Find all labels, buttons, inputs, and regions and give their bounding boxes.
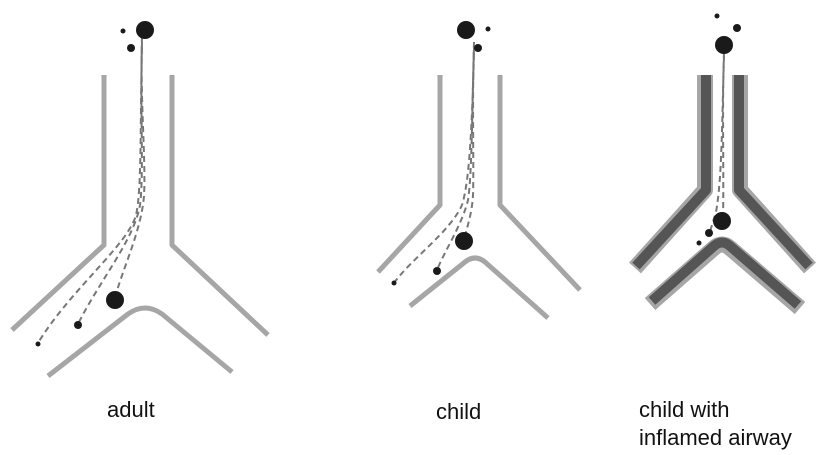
inflamed-particles: [696, 13, 741, 246]
inflamed-left-wall: [632, 75, 711, 270]
adult-particles: [35, 21, 154, 347]
adult-trajectory: [114, 35, 146, 299]
particle-medium: [474, 44, 482, 52]
adult-trajectory: [77, 41, 143, 325]
particle-small: [485, 26, 491, 32]
particle-medium: [733, 24, 741, 32]
child-trajectory: [393, 53, 475, 284]
child-trajectories: [393, 41, 475, 284]
inflamed-trajectories: [709, 51, 725, 233]
particle-medium-deposited: [74, 321, 82, 329]
particle-large-deposited: [713, 212, 731, 230]
child-carina-wall: [408, 255, 550, 320]
inflamed-right-wall-outer: [732, 75, 816, 274]
child-particles: [391, 21, 491, 286]
adult-trajectories: [37, 35, 146, 344]
child-right-wall: [497, 75, 582, 292]
adult-right-wall: [169, 75, 270, 337]
particle-large: [136, 21, 154, 39]
adult-carina-wall: [46, 305, 234, 378]
inflamed-left-wall-outer: [629, 75, 713, 274]
adult-airway-walls: [10, 75, 270, 378]
inflamed-label-line1: child with: [639, 397, 730, 422]
inflamed-trajectory: [709, 55, 725, 233]
particle-large: [457, 21, 475, 39]
particle-medium: [127, 44, 135, 52]
adult-trajectory: [37, 47, 143, 344]
inflamed-carina-wall: [648, 237, 802, 309]
particle-small-deposited: [696, 240, 702, 246]
particle-small-deposited: [391, 280, 397, 286]
particle-small: [714, 13, 720, 19]
particle-small: [120, 28, 126, 34]
particle-large-deposited: [455, 232, 473, 250]
child-left-wall: [376, 75, 443, 274]
particle-large-deposited: [106, 291, 124, 309]
particle-medium-deposited: [433, 267, 441, 275]
adult-left-wall: [10, 75, 107, 332]
child-panel: [376, 21, 582, 320]
adult-panel: [10, 21, 270, 378]
particle-medium-deposited: [705, 229, 713, 237]
child-trajectory: [436, 47, 475, 271]
particle-large: [715, 36, 733, 54]
child-airway-walls: [376, 75, 582, 320]
inflamed-label-line2: inflamed airway: [639, 425, 792, 450]
inflamed-panel: [629, 13, 816, 315]
child-label: child: [436, 399, 482, 424]
inflamed-right-wall: [734, 75, 813, 270]
adult-label: adult: [107, 397, 155, 422]
inflamed-airway-walls: [629, 75, 816, 315]
particle-small-deposited: [35, 341, 41, 347]
